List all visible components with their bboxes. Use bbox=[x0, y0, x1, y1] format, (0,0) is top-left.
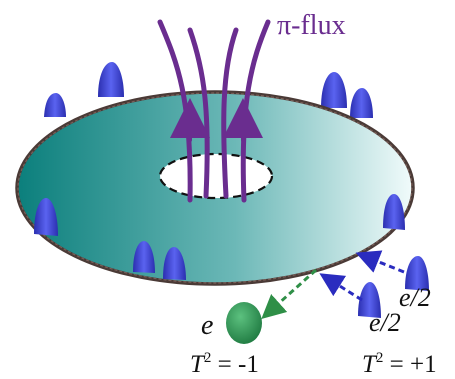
arrows bbox=[261, 250, 405, 320]
electron-arrow bbox=[261, 268, 318, 320]
edge-excitation bbox=[358, 282, 381, 318]
edge-excitation bbox=[34, 198, 58, 236]
flux-line bbox=[157, 19, 193, 203]
edge-excitation bbox=[350, 88, 373, 118]
edge-excitation bbox=[133, 241, 155, 273]
edge-excitation bbox=[163, 247, 186, 280]
half-charge-arrow bbox=[319, 273, 363, 302]
edge-excitations-front bbox=[34, 194, 429, 318]
edge-excitation bbox=[44, 93, 66, 117]
time-reversal-label-left: T2 = -1 bbox=[190, 350, 259, 378]
pi-flux-label: π-flux bbox=[277, 10, 346, 41]
edge-excitation bbox=[321, 72, 347, 108]
edge-excitations-back bbox=[44, 62, 373, 118]
disk-rim bbox=[15, 90, 415, 286]
pi-flux-lines bbox=[157, 19, 271, 203]
half-charge-label-right: e/2 bbox=[399, 283, 431, 312]
disk-rim-texture bbox=[17, 92, 413, 284]
time-reversal-label-right: T2 = +1 bbox=[362, 350, 437, 378]
edge-excitation bbox=[98, 62, 124, 97]
flux-line bbox=[187, 27, 210, 199]
edge-excitation bbox=[383, 194, 405, 230]
electron-ball bbox=[226, 302, 262, 344]
flux-line bbox=[240, 19, 271, 203]
half-charge-label-left: e/2 bbox=[369, 308, 401, 337]
edge-excitation bbox=[405, 256, 429, 291]
central-hole bbox=[158, 152, 274, 200]
half-charge-arrow bbox=[355, 250, 405, 274]
electron-label: e bbox=[201, 310, 213, 341]
disk bbox=[15, 90, 415, 286]
